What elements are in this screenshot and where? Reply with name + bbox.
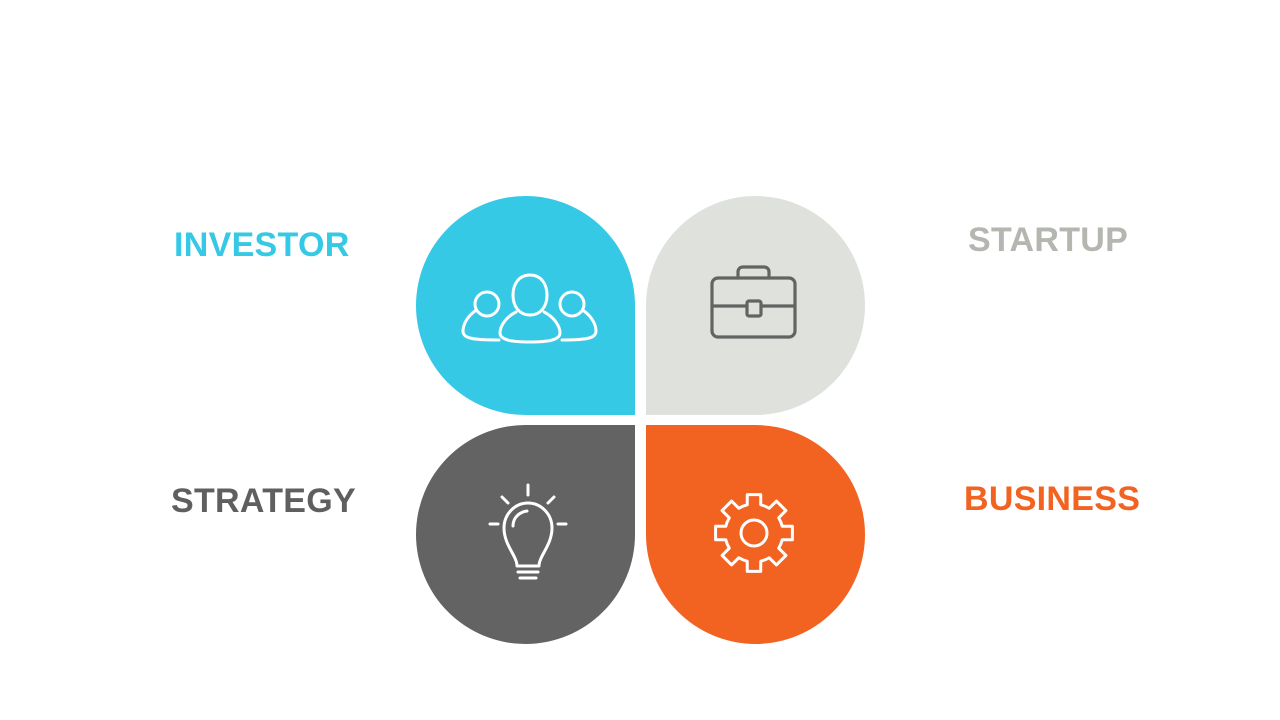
business-label: BUSINESS bbox=[964, 480, 1141, 518]
investor-petal bbox=[416, 196, 635, 415]
users-icon bbox=[461, 273, 598, 344]
strategy-label: STRATEGY bbox=[171, 482, 357, 520]
briefcase-icon bbox=[710, 265, 797, 339]
gear-icon bbox=[714, 493, 794, 573]
strategy-petal bbox=[416, 425, 635, 644]
investor-label: INVESTOR bbox=[174, 226, 350, 264]
lightbulb-icon bbox=[488, 483, 568, 580]
startup-petal bbox=[646, 196, 865, 415]
startup-label: STARTUP bbox=[968, 221, 1129, 259]
business-petal bbox=[646, 425, 865, 644]
